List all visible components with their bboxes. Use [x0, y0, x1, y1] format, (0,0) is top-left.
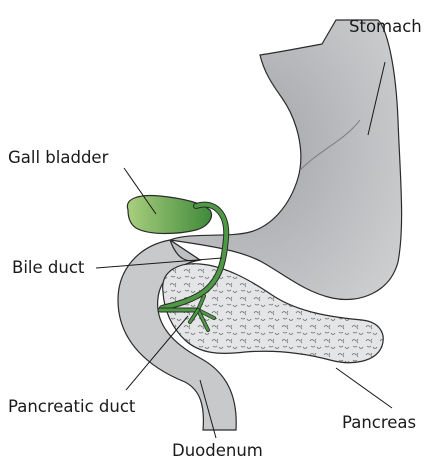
gall-bladder-label: Gall bladder: [8, 148, 109, 167]
gall-bladder-shape: [127, 196, 211, 234]
bile-duct-label: Bile duct: [12, 258, 85, 277]
stomach-label: Stomach: [349, 17, 422, 36]
pancreas-leader: [336, 368, 392, 408]
duodenum-label: Duodenum: [172, 441, 263, 460]
pancreas-label: Pancreas: [342, 413, 416, 432]
stomach-shape: [170, 20, 402, 300]
pancreatic-duct-label: Pancreatic duct: [8, 397, 136, 416]
